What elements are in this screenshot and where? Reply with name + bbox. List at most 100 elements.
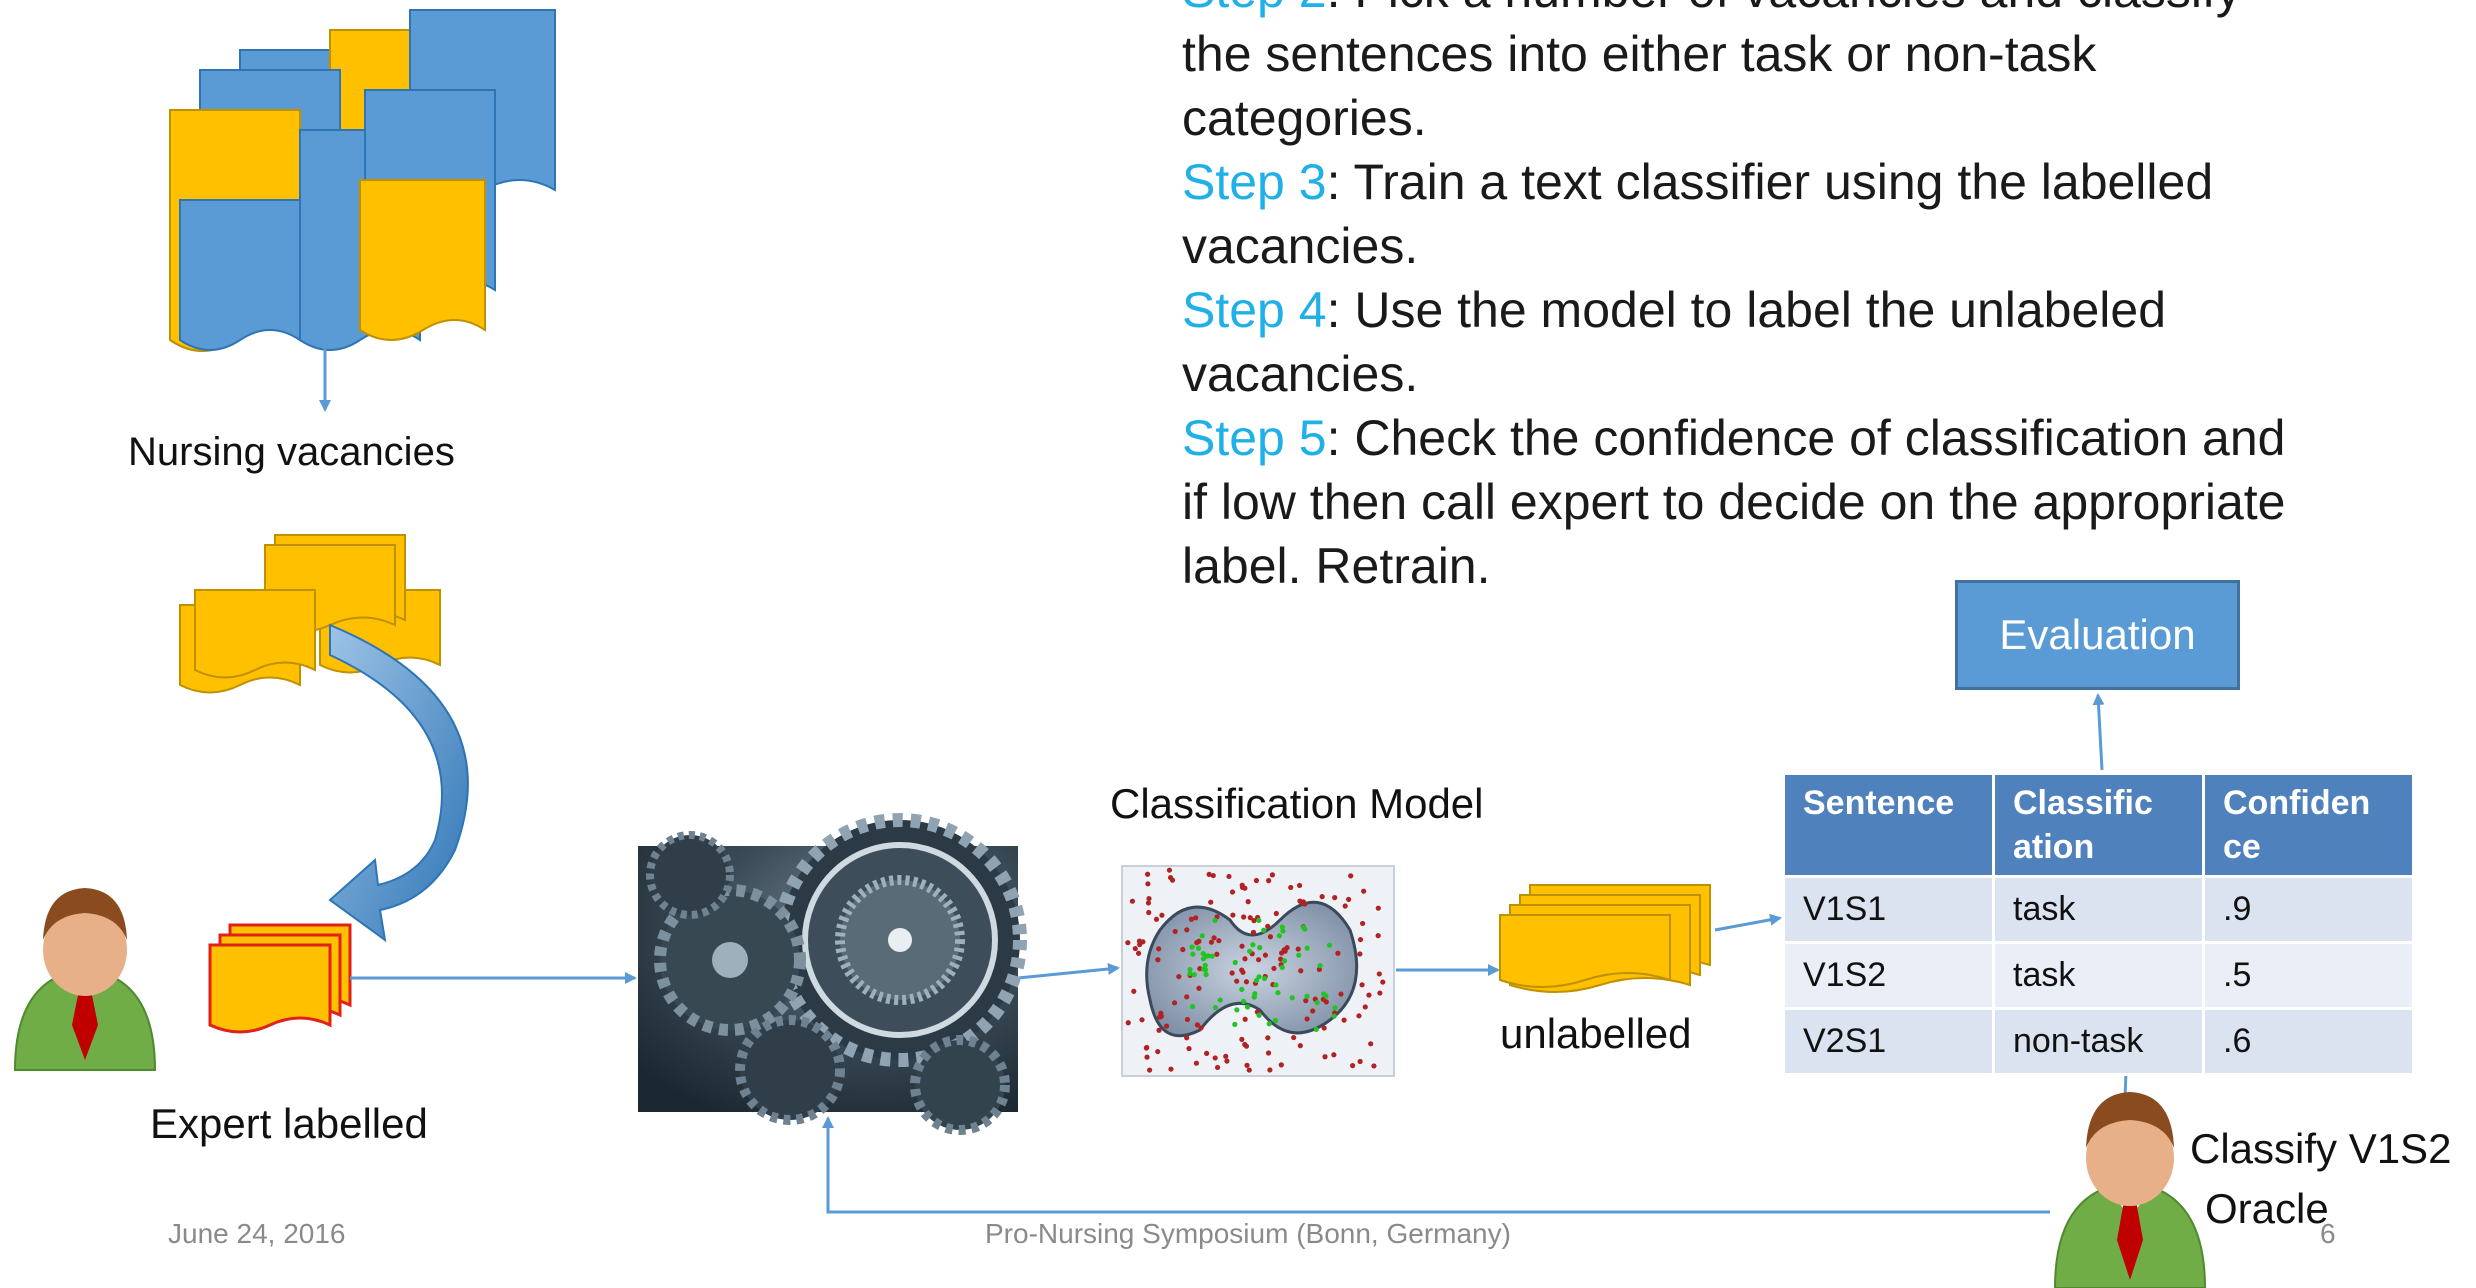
scatter-point-red xyxy=(1271,965,1277,972)
scatter-point-red xyxy=(1145,900,1152,906)
scatter-point-red xyxy=(1302,901,1308,907)
scatter-point-red xyxy=(1303,998,1309,1004)
scatter-point-red xyxy=(1158,1010,1164,1016)
classification-model-image xyxy=(1121,865,1395,1077)
scatter-point-green xyxy=(1331,1013,1337,1019)
scatter-point-red xyxy=(1139,1017,1145,1023)
cell-sentence: V2S1 xyxy=(1782,1007,1995,1076)
cell-confidence: .6 xyxy=(2202,1007,2415,1076)
step-text: : Train a text classifier using the labe… xyxy=(1182,154,2214,274)
scatter-point-red xyxy=(1250,929,1257,935)
scatter-point-red xyxy=(1234,978,1240,984)
scatter-point-green xyxy=(1275,990,1281,996)
scatter-point-red xyxy=(1184,1016,1191,1023)
scatter-point-red xyxy=(1319,894,1325,900)
scatter-point-red xyxy=(1251,918,1257,924)
scatter-point-red xyxy=(1226,873,1232,880)
expert-labelled-label: Expert labelled xyxy=(150,1100,428,1147)
scatter-point-red xyxy=(1278,956,1284,962)
scatter-point-green xyxy=(1323,993,1329,999)
curved-arrow-icon xyxy=(328,623,469,943)
scatter-point-green xyxy=(1191,972,1197,978)
table-header-row: Sentence Classific ation Confiden ce xyxy=(1782,772,2415,878)
step-text: : Pick a number of vacancies and classif… xyxy=(1182,0,2241,146)
scatter-point-green xyxy=(1261,927,1267,933)
table-row: V1S1 task .9 xyxy=(1782,875,2415,944)
scatter-point-green xyxy=(1304,993,1310,999)
scatter-point-red xyxy=(1193,915,1199,921)
evaluation-box: Evaluation xyxy=(1955,580,2240,690)
scatter-point-red xyxy=(1211,935,1217,941)
scatter-point-red xyxy=(1196,938,1202,944)
scatter-point-red xyxy=(1239,1036,1245,1042)
scatter-point-red xyxy=(1242,1016,1248,1022)
nursing-vacancies-label: Nursing vacancies xyxy=(128,430,455,474)
step-label: Step 2 xyxy=(1182,0,1327,18)
scatter-point-green xyxy=(1273,982,1279,988)
scatter-point-red xyxy=(1172,928,1178,935)
scatter-point-green xyxy=(1189,944,1195,950)
scatter-point-red xyxy=(1371,1063,1377,1069)
scatter-point-red xyxy=(1193,1060,1200,1066)
step-text: : Check the confidence of classification… xyxy=(1182,410,2286,594)
scatter-point-red xyxy=(1368,1041,1374,1047)
footer-date: June 24, 2016 xyxy=(168,1218,346,1249)
step-3: Step 3: Train a text classifier using th… xyxy=(1182,150,2302,278)
scatter-point-red xyxy=(1184,1035,1190,1041)
unlabelled-label: unlabelled xyxy=(1500,1010,1692,1057)
scatter-point-red xyxy=(1135,950,1142,956)
scatter-point-red xyxy=(1291,1034,1297,1041)
scatter-point-green xyxy=(1272,1017,1279,1024)
scatter-point-red xyxy=(1197,966,1203,972)
scatter-point-red xyxy=(1366,992,1372,998)
scatter-point-red xyxy=(1342,903,1348,909)
scatter-point-red xyxy=(1125,940,1131,946)
scatter-point-red xyxy=(1144,1054,1150,1060)
scatter-point-red xyxy=(1278,1062,1284,1068)
scatter-point-red xyxy=(1155,957,1161,963)
scatter-point-green xyxy=(1296,952,1302,958)
oracle-label: Oracle xyxy=(2205,1185,2329,1232)
scatter-point-red xyxy=(1255,957,1262,963)
scatter-point-red xyxy=(1210,872,1216,879)
column-header-confidence: Confiden ce xyxy=(2202,772,2415,878)
nursing-vacancies-stack-icon xyxy=(169,9,556,352)
arrow-to-table xyxy=(1714,913,1782,932)
scatter-point-red xyxy=(1322,1054,1328,1060)
scatter-point-green xyxy=(1279,924,1285,930)
scatter-point-red xyxy=(1229,889,1236,895)
scatter-point-red xyxy=(1136,938,1143,944)
scatter-point-green xyxy=(1239,986,1245,992)
scatter-point-red xyxy=(1331,1052,1337,1058)
scatter-point-green xyxy=(1201,966,1207,972)
scatter-point-red xyxy=(1198,1025,1204,1031)
footer-page-number: 6 xyxy=(2320,1218,2336,1249)
scatter-point-green xyxy=(1317,962,1323,969)
scatter-point-red xyxy=(1262,952,1269,958)
scatter-point-red xyxy=(1362,1004,1368,1010)
scatter-point-red xyxy=(1310,1008,1316,1014)
scatter-point-red xyxy=(1341,1017,1347,1023)
scatter-point-green xyxy=(1253,977,1260,984)
scatter-point-red xyxy=(1125,1020,1131,1026)
scatter-point-red xyxy=(1332,895,1338,901)
scatter-point-green xyxy=(1195,945,1202,951)
scatter-point-red xyxy=(1298,968,1304,974)
scatter-point-green xyxy=(1332,1005,1338,1011)
scatter-point-red xyxy=(1166,867,1173,873)
scatter-point-red xyxy=(1186,1045,1192,1052)
scatter-point-red xyxy=(1297,898,1303,904)
scatter-point-red xyxy=(1295,946,1301,952)
classify-query-label: Classify V1S2 xyxy=(2190,1125,2452,1172)
scatter-point-green xyxy=(1204,953,1210,959)
scatter-point-red xyxy=(1204,1050,1210,1056)
arrow-to-model xyxy=(1017,963,1120,980)
scatter-point-green xyxy=(1187,970,1193,977)
scatter-point-red xyxy=(1267,1067,1273,1073)
scatter-point-green xyxy=(1251,994,1257,1000)
scatter-point-green xyxy=(1326,942,1333,948)
scatter-point-red xyxy=(1297,1043,1303,1049)
scatter-point-green xyxy=(1256,917,1262,924)
scatter-point-green xyxy=(1190,951,1196,957)
